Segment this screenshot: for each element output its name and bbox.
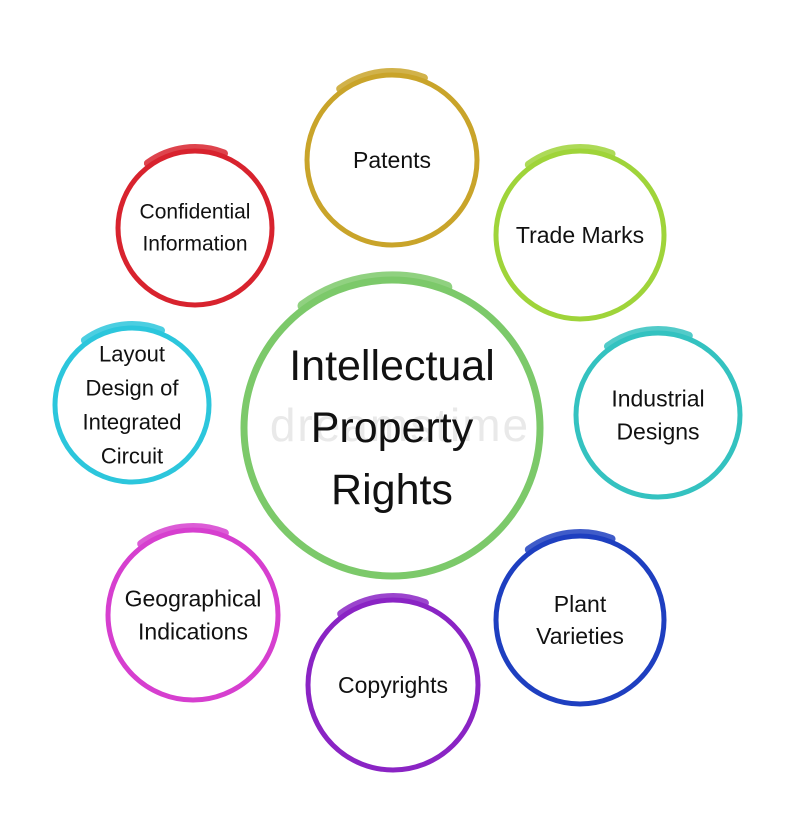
node-patents: Patents bbox=[304, 68, 480, 248]
node-geographical-indications-ring-brush-stroke bbox=[137, 523, 229, 548]
node-confidential-information-label-line-1: Confidential bbox=[140, 201, 251, 224]
node-patents-label-line-1: Patents bbox=[353, 147, 431, 173]
node-layout-design-label-line-4: Circuit bbox=[101, 444, 163, 469]
node-plant-varieties-ring-brush-stroke bbox=[524, 529, 616, 554]
node-copyrights: Copyrights bbox=[305, 593, 481, 773]
node-geographical-indications-ring bbox=[105, 527, 281, 703]
center-label-line-3: Rights bbox=[331, 466, 453, 514]
node-copyrights-label-line-1: Copyrights bbox=[338, 672, 448, 698]
node-patents-ring-brush-stroke bbox=[336, 68, 428, 93]
node-industrial-designs-label-line-1: Industrial bbox=[611, 386, 704, 412]
node-plant-varieties-ring bbox=[493, 533, 667, 707]
node-industrial-designs-ring-brush-stroke bbox=[603, 326, 693, 351]
node-confidential-information-label-line-2: Information bbox=[142, 233, 247, 256]
node-confidential-information-ring bbox=[115, 148, 275, 308]
node-geographical-indications-label-line-2: Indications bbox=[138, 619, 248, 645]
node-trade-marks-ring-brush-stroke bbox=[524, 144, 616, 169]
node-layout-design-label-line-3: Integrated bbox=[82, 410, 181, 435]
watermark-text: dreamstime bbox=[270, 399, 530, 451]
center-label-line-1: Intellectual bbox=[289, 342, 495, 390]
node-plant-varieties-label-line-2: Varieties bbox=[536, 623, 624, 649]
center-ring-brush-stroke bbox=[297, 271, 453, 312]
node-geographical-indications-label-line-1: Geographical bbox=[125, 586, 262, 612]
center-label-line-2: Property bbox=[311, 404, 474, 452]
node-layout-design-label-line-2: Design of bbox=[86, 376, 180, 401]
node-trade-marks: Trade Marks bbox=[493, 144, 667, 322]
node-confidential-information-ring-brush-stroke bbox=[143, 144, 228, 168]
node-layout-design-label-line-1: Layout bbox=[99, 342, 165, 367]
node-plant-varieties-label-line-1: Plant bbox=[554, 591, 607, 617]
node-trade-marks-label-line-1: Trade Marks bbox=[516, 222, 644, 248]
node-copyrights-ring-brush-stroke bbox=[337, 593, 429, 618]
node-layout-design-ring-brush-stroke bbox=[80, 321, 165, 345]
node-industrial-designs-ring bbox=[573, 330, 743, 500]
node-industrial-designs-label-line-2: Designs bbox=[616, 419, 699, 445]
